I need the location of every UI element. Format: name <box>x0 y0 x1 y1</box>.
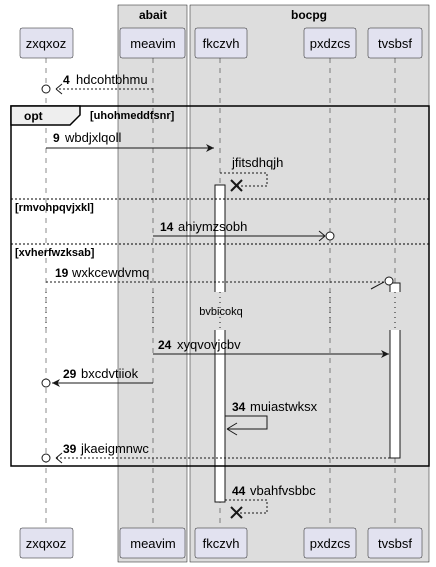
svg-text:zxqxoz: zxqxoz <box>26 536 66 551</box>
svg-text:pxdzcs: pxdzcs <box>310 536 351 551</box>
message-29-text: bxcdvtiiok <box>81 366 139 381</box>
box-abait: abait <box>117 4 188 563</box>
message-9-number: 9 <box>53 131 60 145</box>
participant-meavim-top[interactable]: meavim <box>119 27 186 59</box>
message-39: 39 jkaeigmnwc <box>41 441 390 464</box>
message-14-number: 14 <box>160 220 174 234</box>
activation-fkczvh <box>214 184 226 503</box>
box-bocpg-label: bocpg <box>291 8 327 22</box>
message-44-number: 44 <box>232 484 246 498</box>
participant-pxdzcs-top[interactable]: pxdzcs <box>303 27 357 59</box>
delay-dots <box>45 292 331 332</box>
message-19-text: wxkcewdvmq <box>71 265 149 280</box>
svg-text:zxqxoz: zxqxoz <box>26 36 66 51</box>
participant-fkczvh-top[interactable]: fkczvh <box>194 27 248 59</box>
message-14: 14 ahiymzsobh <box>153 219 335 242</box>
svg-text:fkczvh: fkczvh <box>203 36 240 51</box>
message-19: 19 wxkcewdvmq <box>46 265 394 290</box>
message-34-number: 34 <box>232 400 246 414</box>
message-24-number: 24 <box>158 338 172 352</box>
else-guard-2: [xvherfwzksab] <box>15 247 95 259</box>
svg-text:fkczvh: fkczvh <box>203 536 240 551</box>
message-39-number: 39 <box>63 442 77 456</box>
message-39-text: jkaeigmnwc <box>80 441 149 456</box>
message-29-number: 29 <box>63 367 77 381</box>
message-24-text: xyqvovjcbv <box>177 337 241 352</box>
fragment-keyword: opt <box>24 109 43 123</box>
divider-label: bvbicokq <box>199 306 242 318</box>
participant-fkczvh-bottom[interactable]: fkczvh <box>194 527 248 559</box>
message-4-text: hdcohtbhmu <box>76 72 148 87</box>
activation-tvsbsf <box>389 282 401 459</box>
participant-heads-bottom: zxqxoz meavim fkczvh pxdzcs tvsbsf <box>19 527 423 559</box>
participant-tvsbsf-bottom[interactable]: tvsbsf <box>367 527 423 559</box>
message-34-text: muiastwksx <box>250 399 318 414</box>
message-9: 9 wbdjxlqoll <box>46 130 214 152</box>
else-guard-1: [rmvohpqvjxkl] <box>15 202 94 214</box>
svg-text:pxdzcs: pxdzcs <box>310 36 351 51</box>
message-34: 34 muiastwksx <box>225 399 318 436</box>
svg-text:meavim: meavim <box>130 36 176 51</box>
fragment-opt: opt [uhohmeddfsnr] [rmvohpqvjxkl] [xvher… <box>10 105 430 467</box>
participant-heads-top: zxqxoz meavim fkczvh pxdzcs tvsbsf <box>19 27 423 59</box>
message-14-text: ahiymzsobh <box>178 219 247 234</box>
participant-pxdzcs-bottom[interactable]: pxdzcs <box>303 527 357 559</box>
svg-text:tvsbsf: tvsbsf <box>378 36 412 51</box>
message-9-text: wbdjxlqoll <box>64 130 121 145</box>
message-self-destroy-1: jfitsdhqjh <box>220 155 283 192</box>
message-4: 4 hdcohtbhmu <box>41 72 153 95</box>
participant-zxqxoz-top[interactable]: zxqxoz <box>19 27 74 59</box>
message-44: 44 vbahfvsbbc <box>225 483 316 519</box>
message-self-destroy-1-text: jfitsdhqjh <box>231 155 283 170</box>
participant-zxqxoz-bottom[interactable]: zxqxoz <box>19 527 74 559</box>
message-44-text: vbahfvsbbc <box>250 483 316 498</box>
message-29: 29 bxcdvtiiok <box>41 366 153 388</box>
message-24: 24 xyqvovjcbv <box>153 337 389 358</box>
box-abait-label: abait <box>139 8 167 22</box>
fragment-guard: [uhohmeddfsnr] <box>90 110 175 122</box>
participant-meavim-bottom[interactable]: meavim <box>119 527 186 559</box>
participant-tvsbsf-top[interactable]: tvsbsf <box>367 27 423 59</box>
svg-text:meavim: meavim <box>130 536 176 551</box>
message-4-number: 4 <box>63 73 70 87</box>
message-19-number: 19 <box>55 266 69 280</box>
svg-text:tvsbsf: tvsbsf <box>378 536 412 551</box>
